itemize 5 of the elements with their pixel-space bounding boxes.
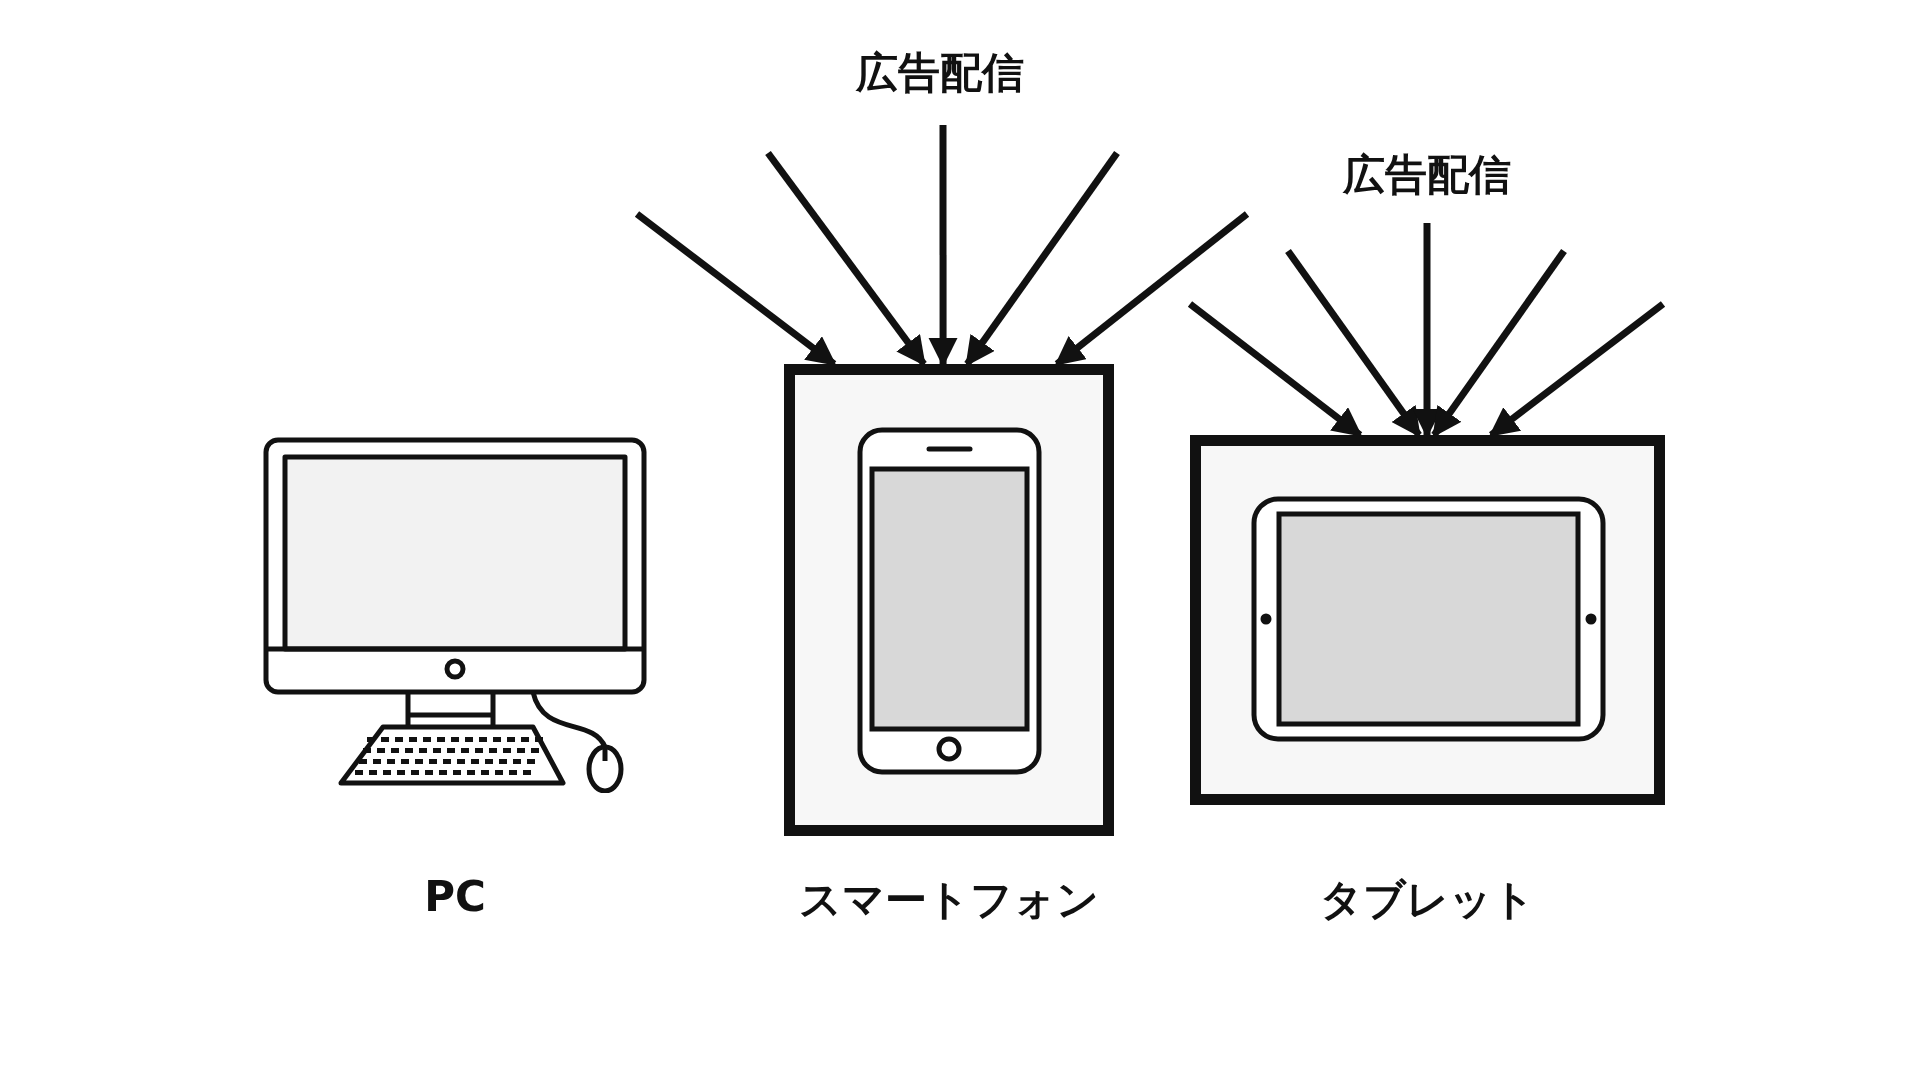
device-caption: PC (424, 872, 486, 921)
device-caption: タブレット (1320, 875, 1535, 924)
device-caption: スマートフォン (799, 875, 1099, 924)
text-label: 広告配信 (1343, 149, 1511, 201)
text-label: 広告配信 (856, 47, 1024, 99)
